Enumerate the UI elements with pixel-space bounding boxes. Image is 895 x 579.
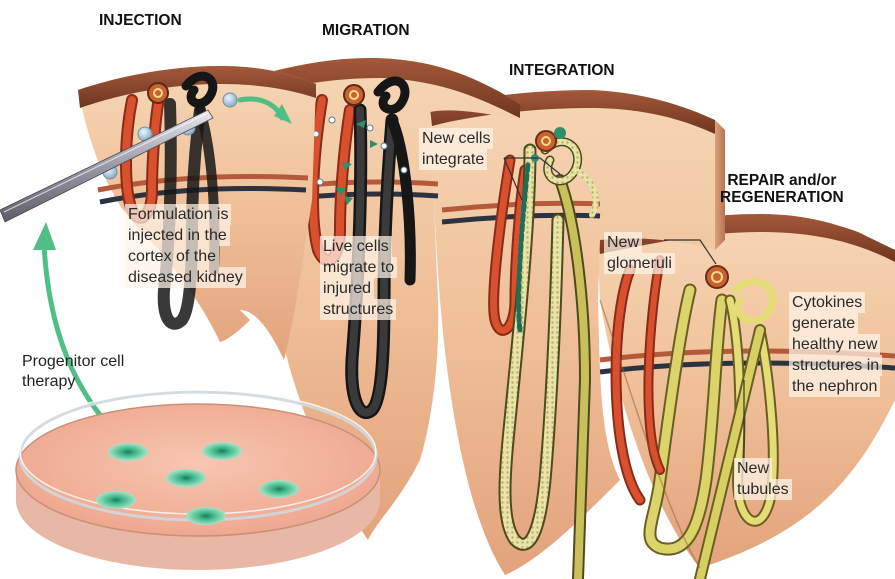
- stage-title-injection: INJECTION: [99, 12, 182, 29]
- callout-line: structures in: [789, 355, 882, 376]
- stage-title-integration: INTEGRATION: [509, 62, 615, 79]
- callout-line: New: [734, 458, 772, 479]
- callout-line: cortex of the: [125, 246, 219, 267]
- callout-line: generate: [789, 313, 858, 334]
- callout-line: the nephron: [789, 376, 880, 397]
- callout-line: tubules: [734, 479, 792, 500]
- callout-new-tubules: New tubules: [734, 458, 792, 500]
- callout-line: injected in the: [125, 225, 230, 246]
- callout-new-cells: New cells integrate: [419, 128, 493, 170]
- callout-cytokines: Cytokines generate healthy new structure…: [789, 292, 882, 397]
- label-line: therapy: [22, 372, 124, 392]
- callout-line: structures: [320, 299, 396, 320]
- stage-title-migration: MIGRATION: [322, 22, 410, 39]
- callout-line: Cytokines: [789, 292, 865, 313]
- callout-line: injured: [320, 278, 374, 299]
- stage-title-repair: REPAIR and/or REGENERATION: [720, 172, 844, 206]
- callout-line: Formulation is: [125, 204, 231, 225]
- callout-line: glomeruli: [604, 253, 675, 274]
- callout-line: migrate to: [320, 257, 397, 278]
- callout-line: diseased kidney: [125, 267, 246, 288]
- callout-line: integrate: [419, 149, 487, 170]
- callout-line: New cells: [419, 128, 493, 149]
- callout-line: New: [604, 232, 642, 253]
- label-progenitor-therapy: Progenitor cell therapy: [22, 352, 124, 392]
- callout-line: healthy new: [789, 334, 880, 355]
- stage-title-repair-line1: REPAIR and/or: [720, 172, 844, 189]
- callout-line: Live cells: [320, 236, 392, 257]
- callout-live-cells: Live cells migrate to injured structures: [320, 236, 397, 320]
- label-line: Progenitor cell: [22, 352, 124, 372]
- stage-title-repair-line2: REGENERATION: [720, 189, 844, 206]
- callout-formulation: Formulation is injected in the cortex of…: [125, 204, 246, 288]
- callout-new-glomeruli: New glomeruli: [604, 232, 675, 274]
